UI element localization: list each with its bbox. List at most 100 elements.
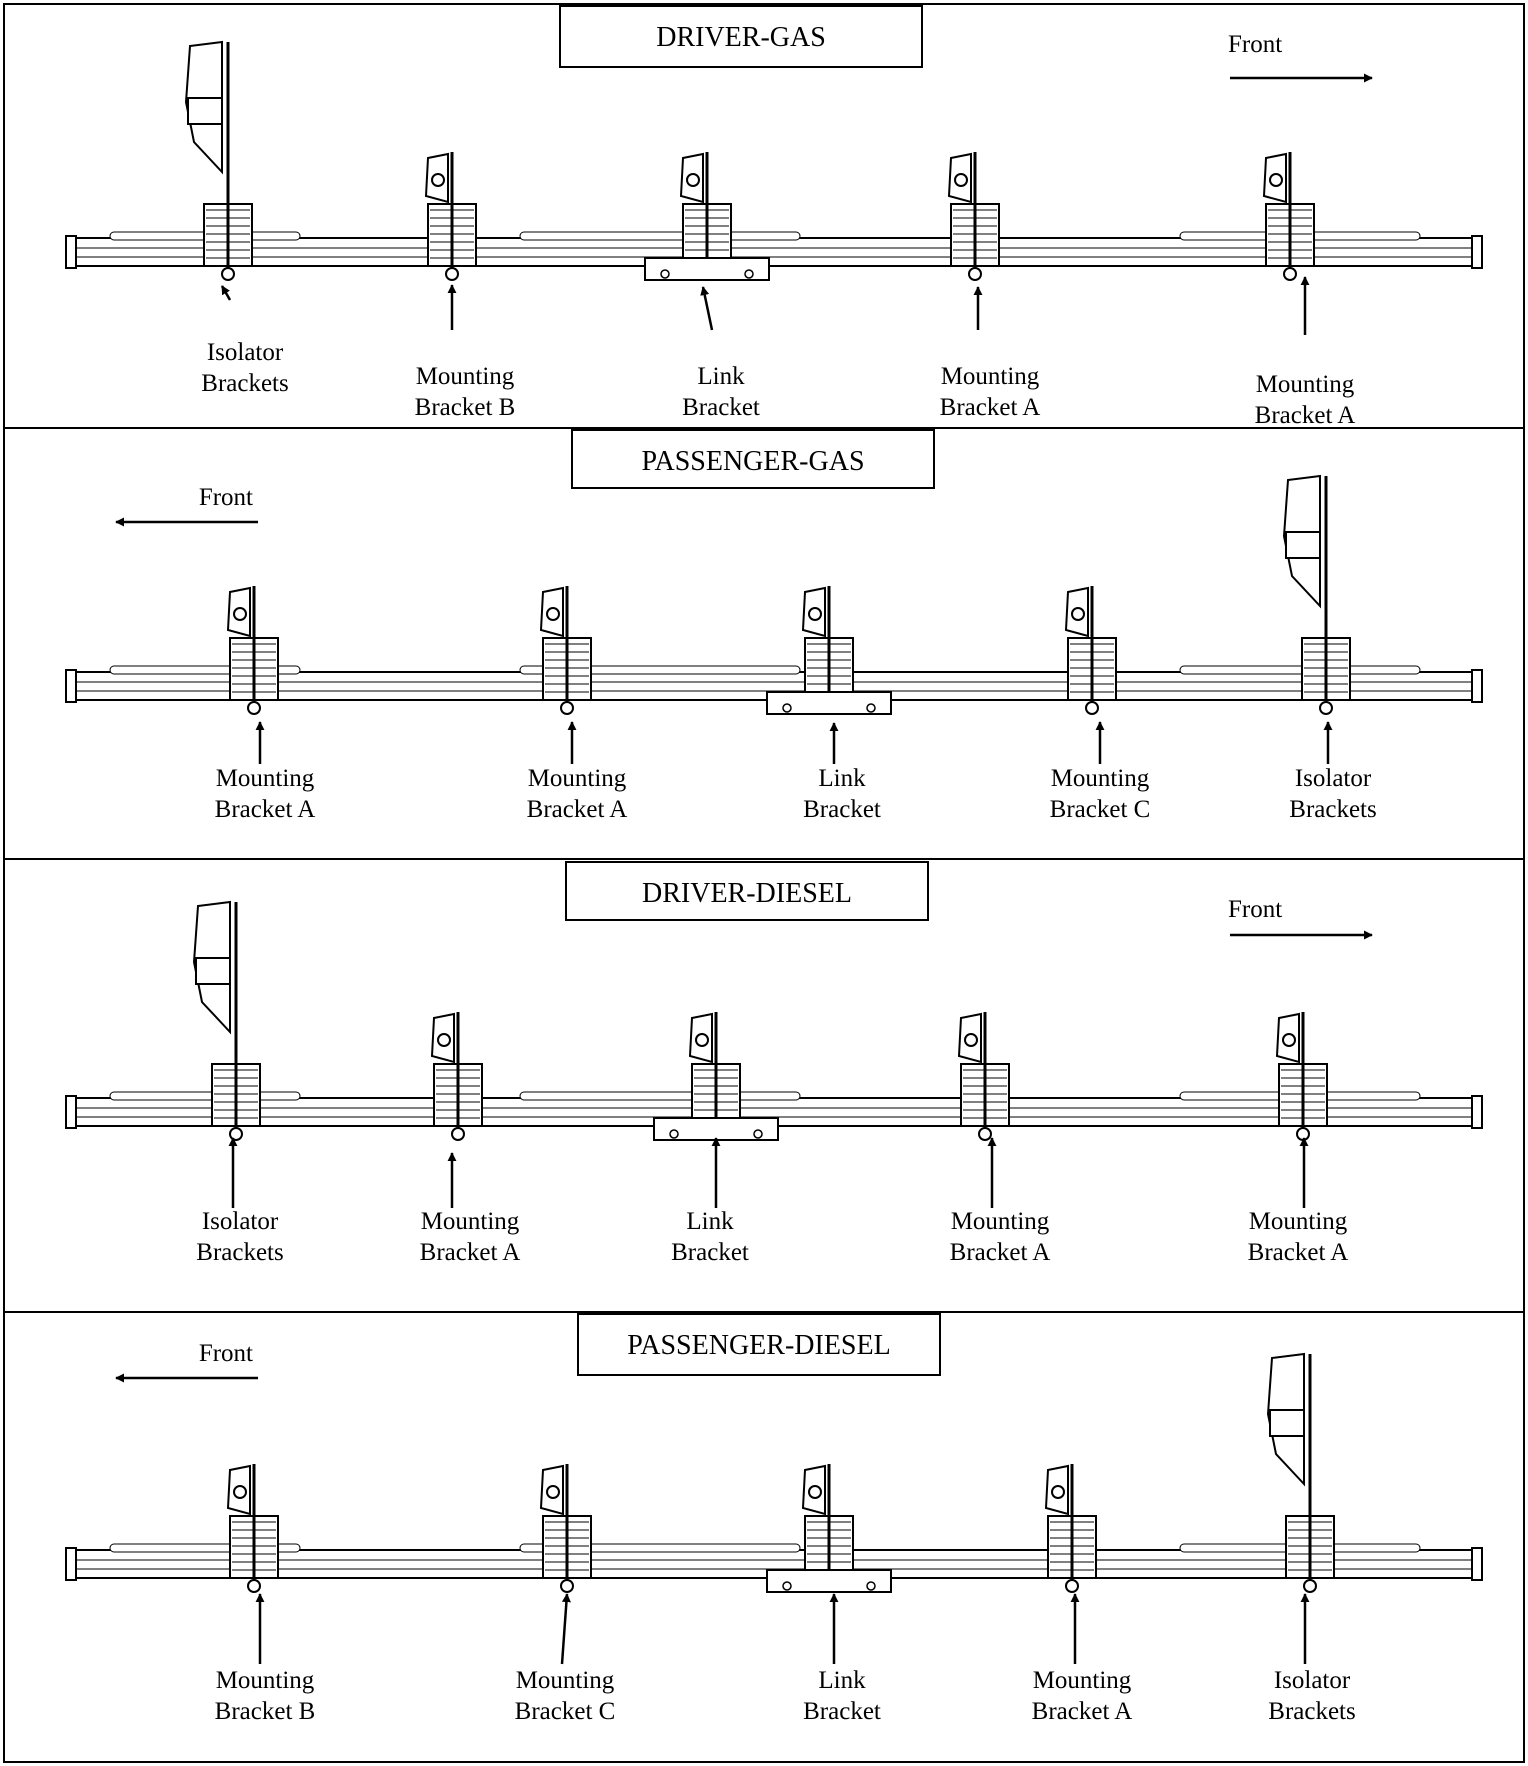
callout-arrow xyxy=(220,285,232,301)
callout-label-line2: Bracket C xyxy=(1050,796,1151,823)
callout-label-line1: Isolator xyxy=(207,339,284,366)
link-bolt xyxy=(866,1581,876,1591)
step-pad xyxy=(1179,665,1421,675)
panel-driver-diesel: DRIVER-DIESELFrontIsolatorBracketsMounti… xyxy=(3,858,1525,1313)
bolt-hole xyxy=(233,607,247,621)
mounting-bracket xyxy=(430,1012,483,1141)
isolator-bracket xyxy=(1282,474,1351,715)
nut xyxy=(1283,267,1297,281)
isolator-block xyxy=(1285,531,1321,559)
nut xyxy=(978,1127,992,1141)
bolt-hole xyxy=(954,173,968,187)
rail-endcap xyxy=(65,669,77,703)
bolt-hole xyxy=(1282,1033,1296,1047)
link-bracket xyxy=(644,152,770,281)
panel-title: PASSENGER-DIESEL xyxy=(627,1330,890,1361)
callout-label-line1: Mounting xyxy=(528,765,627,792)
bolt-hole xyxy=(546,1485,560,1499)
isolator-bracket xyxy=(184,40,253,281)
isolator-bracket xyxy=(192,900,261,1141)
isolator-block xyxy=(187,97,223,125)
isolator-block xyxy=(1269,1409,1305,1437)
nut xyxy=(1085,701,1099,715)
callout-label-line1: Mounting xyxy=(1033,1667,1132,1694)
callout-label-line2: Bracket xyxy=(682,394,760,421)
callout-label-line1: Mounting xyxy=(941,363,1040,390)
callout-label-line1: Link xyxy=(818,1667,866,1694)
step-pad xyxy=(519,231,801,241)
nut xyxy=(221,267,235,281)
callout-label-line2: Bracket xyxy=(671,1239,749,1266)
nut xyxy=(445,267,459,281)
link-bolt xyxy=(866,703,876,713)
panel-title: DRIVER-DIESEL xyxy=(642,878,852,909)
panel-frame xyxy=(3,1311,1525,1763)
callout-label-line1: Isolator xyxy=(1295,765,1372,792)
callout-label-line1: Mounting xyxy=(951,1208,1050,1235)
bolt-hole xyxy=(808,607,822,621)
mounting-bracket xyxy=(226,1464,279,1593)
front-label: Front xyxy=(199,1340,253,1367)
callout-label-line2: Bracket A xyxy=(1255,402,1356,429)
front-label: Front xyxy=(1228,896,1282,923)
link-plate xyxy=(644,257,770,281)
callout-label-line1: Mounting xyxy=(216,1667,315,1694)
rail-endcap xyxy=(65,1095,77,1129)
bolt-hole xyxy=(808,1485,822,1499)
rail-endcap xyxy=(1471,1547,1483,1581)
nut xyxy=(560,1579,574,1593)
bolt-hole xyxy=(695,1033,709,1047)
bolt-hole xyxy=(686,173,700,187)
rail-endcap xyxy=(1471,1095,1483,1129)
callout-label-line2: Bracket A xyxy=(940,394,1041,421)
link-plate xyxy=(766,691,892,715)
link-bracket xyxy=(653,1012,779,1141)
bolt-hole xyxy=(1071,607,1085,621)
step-pad xyxy=(519,1091,801,1101)
link-bolt xyxy=(669,1129,679,1139)
callout-label-line2: Bracket B xyxy=(215,1698,316,1725)
mounting-bracket xyxy=(1064,586,1117,715)
bolt-hole xyxy=(233,1485,247,1499)
bolt-hole xyxy=(431,173,445,187)
callout-label-line1: Link xyxy=(818,765,866,792)
link-bolt xyxy=(782,1581,792,1591)
callout-label-line1: Mounting xyxy=(516,1667,615,1694)
rail-endcap xyxy=(1471,669,1483,703)
isolator-block xyxy=(195,957,231,985)
title-box xyxy=(565,861,929,921)
bolt-hole xyxy=(437,1033,451,1047)
mounting-bracket xyxy=(957,1012,1010,1141)
bolt-hole xyxy=(546,607,560,621)
callout-label-line1: Mounting xyxy=(1256,371,1355,398)
callout-label-line1: Mounting xyxy=(421,1208,520,1235)
panel-title: PASSENGER-GAS xyxy=(641,446,864,477)
front-label: Front xyxy=(199,484,253,511)
link-bracket xyxy=(766,586,892,715)
rail-endcap xyxy=(65,1547,77,1581)
mounting-bracket xyxy=(539,1464,592,1593)
mounting-bracket xyxy=(1262,152,1315,281)
link-plate xyxy=(766,1569,892,1593)
nut xyxy=(451,1127,465,1141)
callout-label-line2: Brackets xyxy=(196,1239,283,1266)
nut xyxy=(560,701,574,715)
callout-label-line2: Bracket xyxy=(803,1698,881,1725)
callout-label-line2: Brackets xyxy=(1289,796,1376,823)
callout-label-line2: Bracket A xyxy=(1248,1239,1349,1266)
link-bolt xyxy=(744,269,754,279)
callout-arrow xyxy=(700,286,714,331)
mounting-bracket xyxy=(1044,1464,1097,1593)
nut xyxy=(1303,1579,1317,1593)
title-box xyxy=(559,5,923,68)
rail-endcap xyxy=(1471,235,1483,269)
nut xyxy=(1065,1579,1079,1593)
callout-label-line2: Bracket xyxy=(803,796,881,823)
callout-label-line2: Bracket A xyxy=(527,796,628,823)
callout-label-line2: Bracket A xyxy=(215,796,316,823)
bolt-hole xyxy=(1269,173,1283,187)
mounting-bracket xyxy=(539,586,592,715)
